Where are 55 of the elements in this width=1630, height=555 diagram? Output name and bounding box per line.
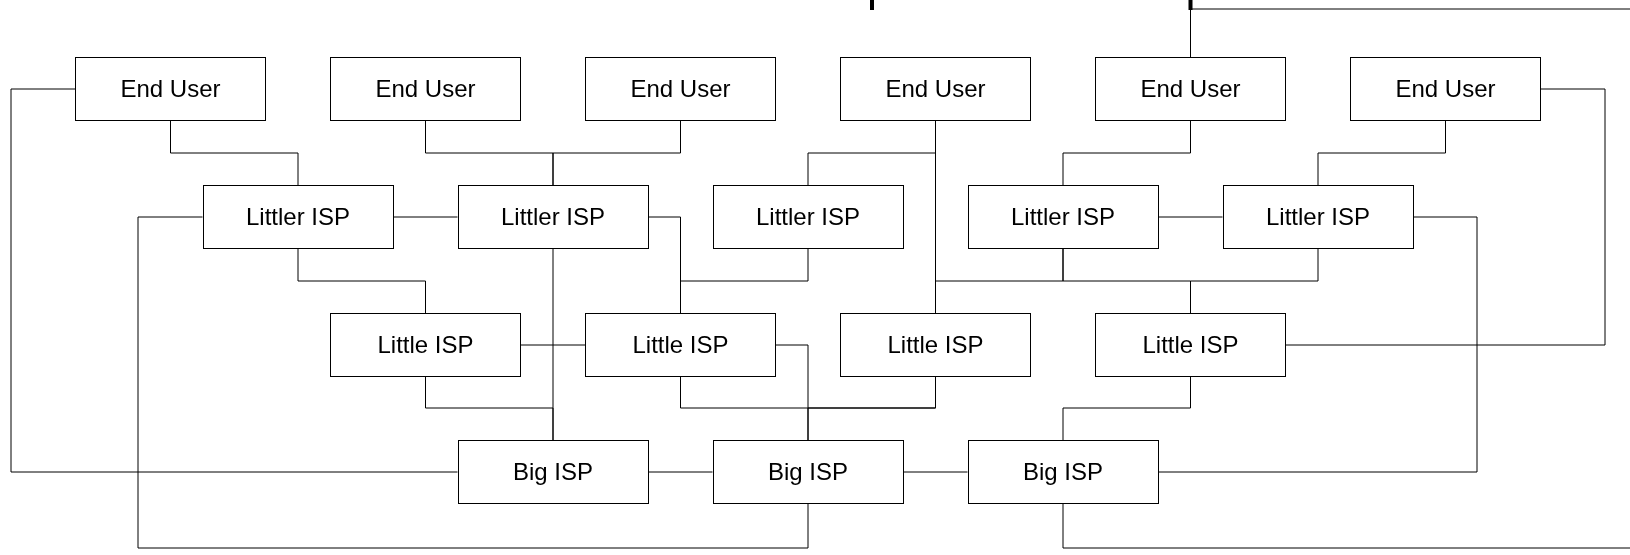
- node-label: Little ISP: [632, 331, 729, 359]
- node-label: Littler ISP: [1010, 203, 1115, 231]
- network-box: [1095, 57, 1286, 121]
- node-label: End User: [1395, 75, 1496, 103]
- node-label: Little ISP: [1142, 331, 1239, 359]
- network-box: [1222, 185, 1414, 249]
- node-label: End User: [375, 75, 476, 103]
- node-label: End User: [885, 75, 986, 103]
- node-label: Littler ISP: [755, 203, 860, 231]
- node-label: Littler ISP: [1265, 203, 1370, 231]
- connector-line: [10, 88, 458, 473]
- node-label: End User: [1140, 75, 1241, 103]
- network-box: [840, 57, 1031, 121]
- network-box: [1095, 313, 1286, 377]
- network-box: [712, 440, 904, 504]
- node-label: End User: [630, 75, 731, 103]
- network-box: [585, 313, 776, 377]
- connector-line: [1062, 376, 1191, 441]
- connector-line: [903, 471, 968, 473]
- network-box: [457, 440, 649, 504]
- connector-line: [1158, 216, 1478, 473]
- connector-line: [520, 344, 586, 346]
- network-box: [330, 313, 521, 377]
- network-box: [967, 440, 1159, 504]
- connector-line: [137, 216, 809, 549]
- connector-line: [1285, 88, 1606, 346]
- node-label: Littler ISP: [245, 203, 350, 231]
- network-box: [330, 57, 521, 121]
- network-box: [712, 185, 904, 249]
- network-box: [1350, 57, 1541, 121]
- connector-line: [425, 376, 554, 441]
- connector-line: [1190, 8, 1630, 58]
- node-label: Little ISP: [377, 331, 474, 359]
- node-label: Big ISP: [1022, 458, 1103, 486]
- connector-line: [1317, 120, 1446, 186]
- connector-line: [1158, 216, 1223, 218]
- node-label: Little ISP: [887, 331, 984, 359]
- network-box: [202, 185, 394, 249]
- connector-line: [393, 216, 458, 218]
- network-box: [967, 185, 1159, 249]
- connector-line: [297, 248, 426, 314]
- connector-line: [1062, 120, 1191, 186]
- connector-line: [1062, 503, 1630, 549]
- connector-line: [170, 120, 299, 186]
- node-label: End User: [120, 75, 221, 103]
- node-label: Big ISP: [767, 458, 848, 486]
- network-box: [75, 57, 266, 121]
- connector-line: [648, 471, 713, 473]
- connector-line: [807, 376, 936, 441]
- node-label: Littler ISP: [500, 203, 605, 231]
- network-box: [840, 313, 1031, 377]
- network-box: [457, 185, 649, 249]
- network-box: [585, 57, 776, 121]
- connector-line: [552, 120, 681, 186]
- node-label: Big ISP: [512, 458, 593, 486]
